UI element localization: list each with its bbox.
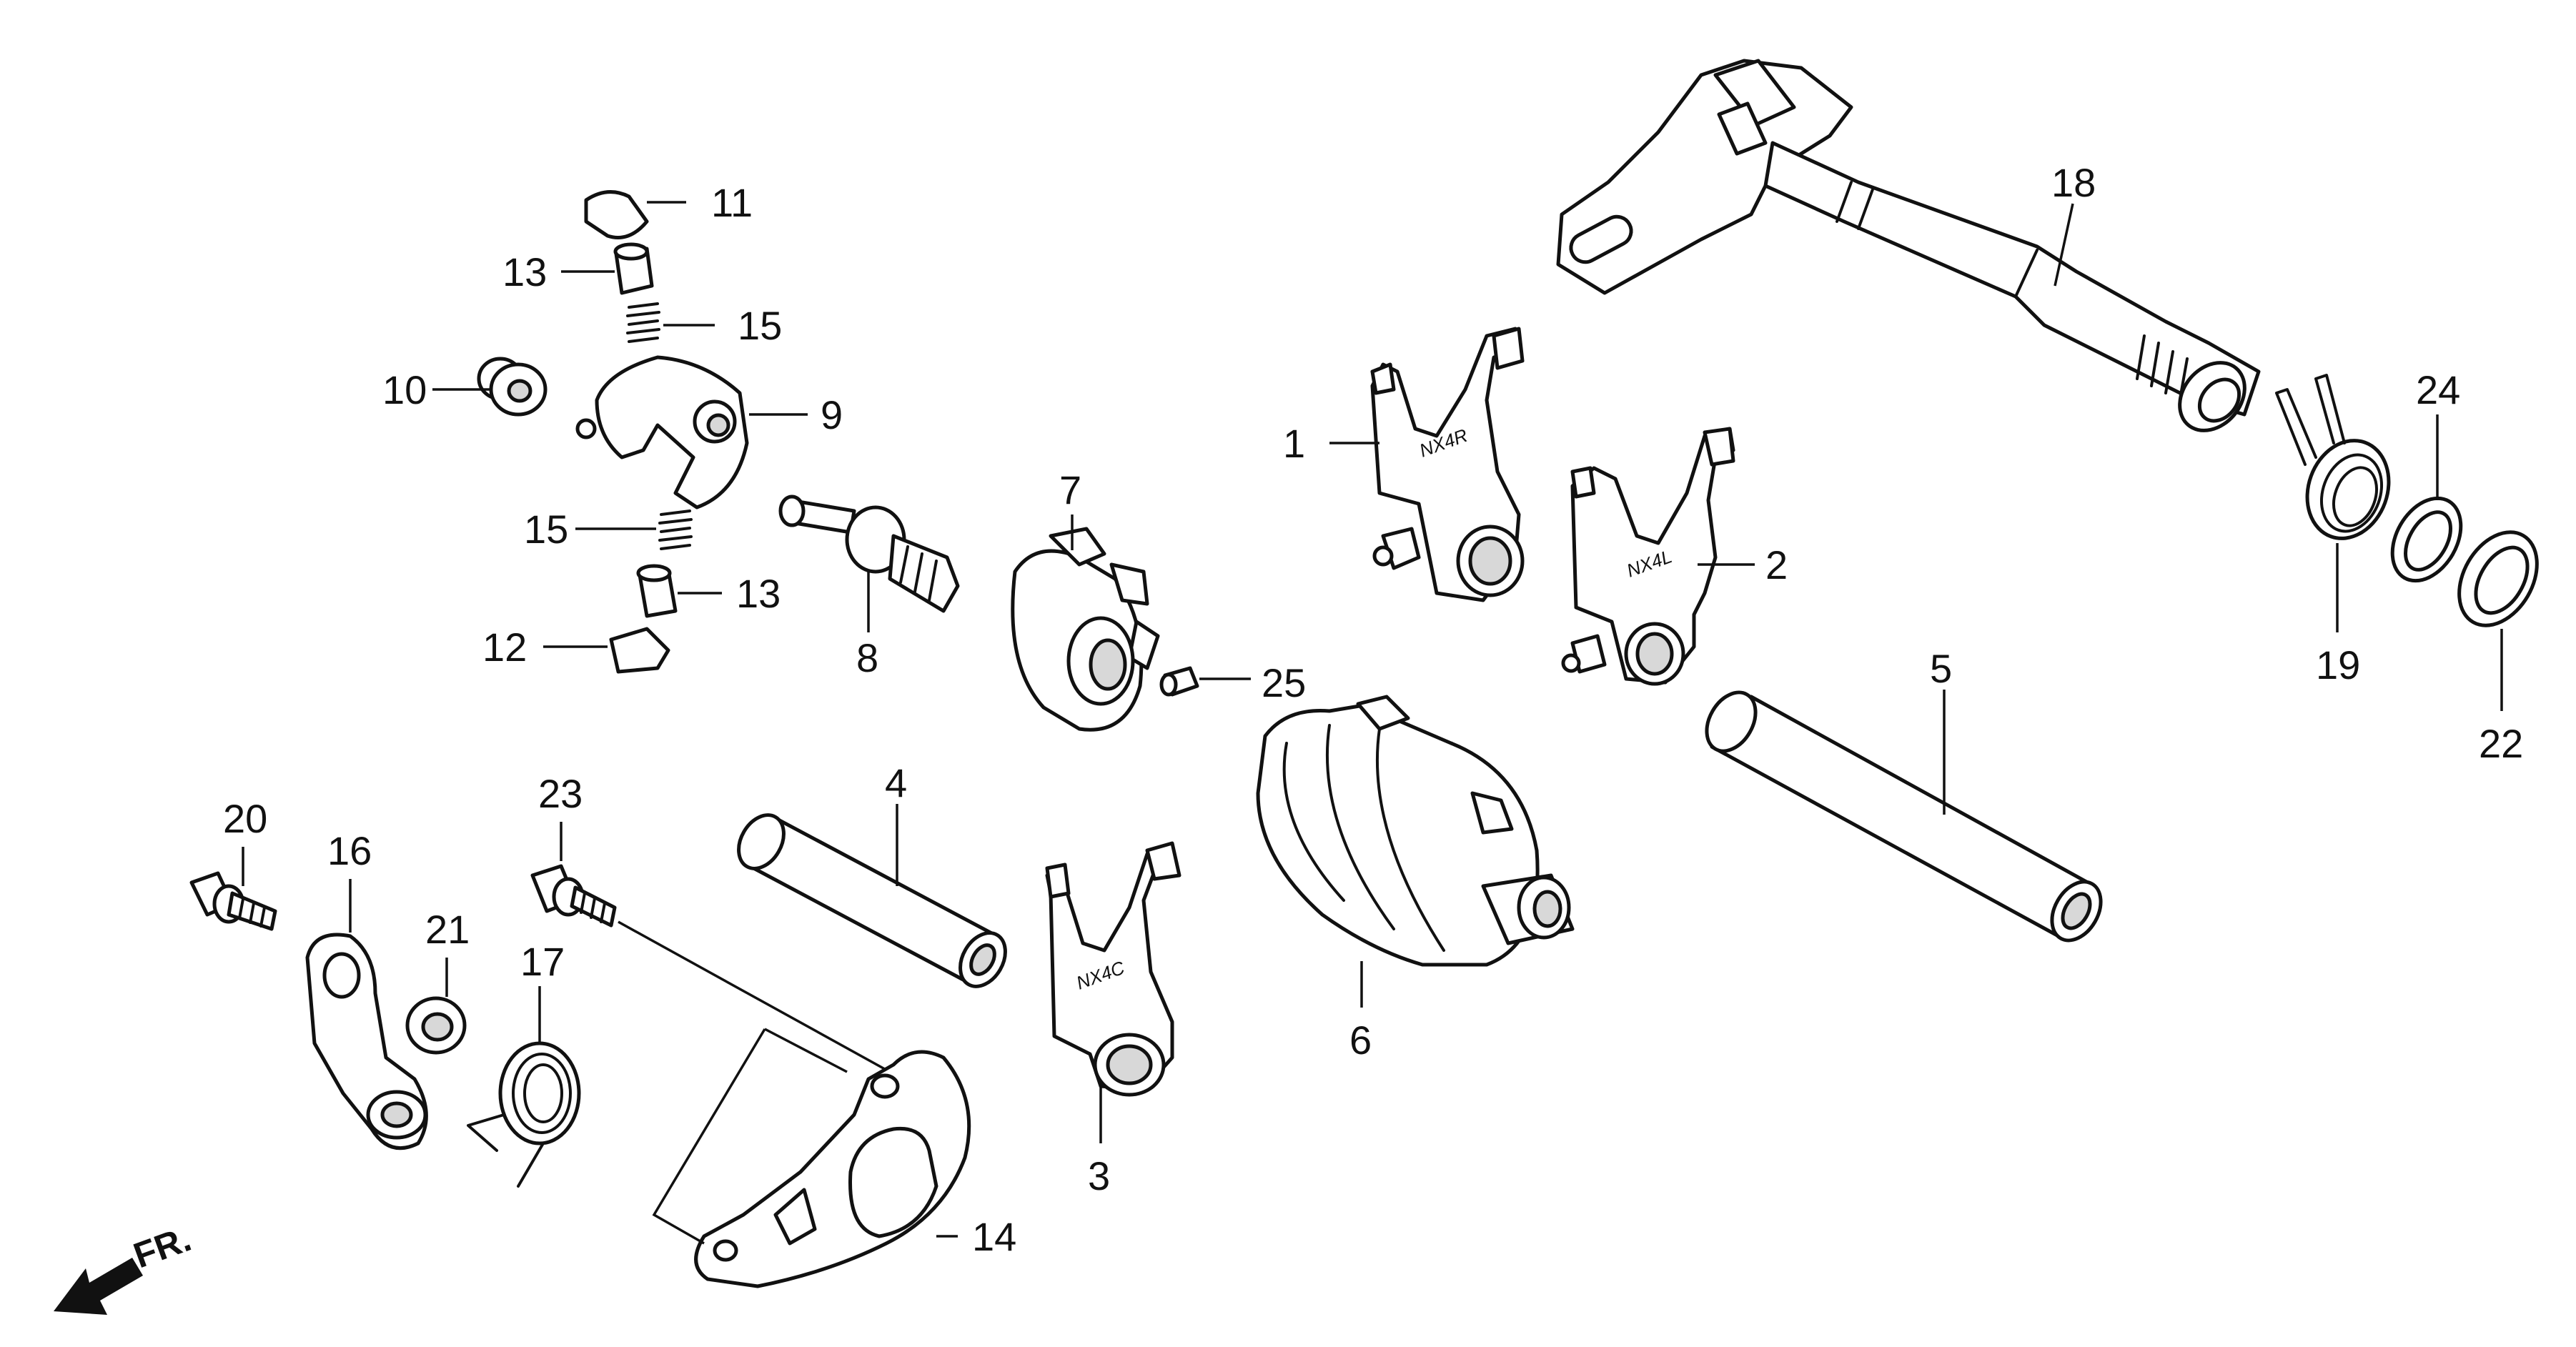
callout-labels: 1 2 3 4 5 6 7 8 9 10 11 12 13 13 14 15 1… <box>223 160 2523 1259</box>
callout-11: 11 <box>711 180 753 225</box>
front-label: FR. <box>129 1218 197 1276</box>
part-12-stopper-cap-lower <box>543 627 670 674</box>
callout-15-upper: 15 <box>738 303 782 348</box>
part-23-guide-bolt <box>530 822 891 1073</box>
callout-17: 17 <box>520 939 565 984</box>
part-9-stopper-arm <box>575 355 808 510</box>
part-15-spring-lower <box>575 510 693 550</box>
callout-21: 21 <box>425 907 470 952</box>
callout-14: 14 <box>972 1214 1016 1259</box>
part-24-washer <box>2390 414 2463 583</box>
part-5-fork-shaft-long <box>1705 690 2103 943</box>
part-7-drum-center <box>1011 515 1160 732</box>
callout-10: 10 <box>382 367 427 412</box>
part-22-oil-seal <box>2457 530 2539 711</box>
callout-13-lower: 13 <box>736 571 781 616</box>
part-4-fork-shaft-short <box>737 804 1007 988</box>
part-21-collar <box>405 958 467 1055</box>
part-16-stopper-plate <box>305 879 428 1150</box>
callout-2: 2 <box>1765 542 1788 587</box>
callout-15-lower: 15 <box>524 507 568 552</box>
part-13-stopper-pin-upper <box>561 242 654 295</box>
part-17-stopper-spring <box>467 986 581 1188</box>
part-3-shift-fork-center: NX4C <box>1045 841 1182 1143</box>
part-6-shift-drum <box>1256 695 1575 1008</box>
callout-20: 20 <box>223 796 267 841</box>
part-1-shift-fork-right: NX4R <box>1329 327 1525 602</box>
callout-4: 4 <box>885 760 907 805</box>
callout-22: 22 <box>2479 721 2523 766</box>
part-15-spring-upper <box>626 302 715 343</box>
part-18-gearshift-spindle <box>1556 59 2261 432</box>
callout-3: 3 <box>1088 1153 1110 1198</box>
callout-1: 1 <box>1283 421 1305 466</box>
callout-5: 5 <box>1930 646 1952 691</box>
part-14-guide-plate <box>652 1028 971 1288</box>
callout-25: 25 <box>1262 660 1306 705</box>
callout-12: 12 <box>482 625 527 670</box>
callout-8: 8 <box>856 635 878 680</box>
part-20-flange-bolt <box>189 847 277 931</box>
callout-24: 24 <box>2416 367 2460 412</box>
part-11-stopper-cap-upper <box>584 190 686 239</box>
part-25-dowel-pin <box>1159 666 1251 697</box>
front-direction-indicator: FR. <box>54 1218 196 1315</box>
part-2-shift-fork-left: NX4L <box>1561 427 1755 686</box>
callout-19: 19 <box>2316 642 2360 687</box>
front-arrow-icon <box>54 1258 143 1315</box>
callout-16: 16 <box>327 828 372 873</box>
callout-7: 7 <box>1059 467 1081 512</box>
callout-9: 9 <box>821 392 843 437</box>
callout-6: 6 <box>1349 1018 1372 1063</box>
callout-13-upper: 13 <box>502 249 547 294</box>
callout-18: 18 <box>2051 160 2096 205</box>
callout-23: 23 <box>538 771 583 816</box>
part-19-return-spring <box>2275 374 2391 632</box>
part-8-pivot-bolt <box>778 494 960 632</box>
part-13-stopper-pin-lower <box>636 564 722 618</box>
part-10-collar-bolt <box>432 357 548 417</box>
